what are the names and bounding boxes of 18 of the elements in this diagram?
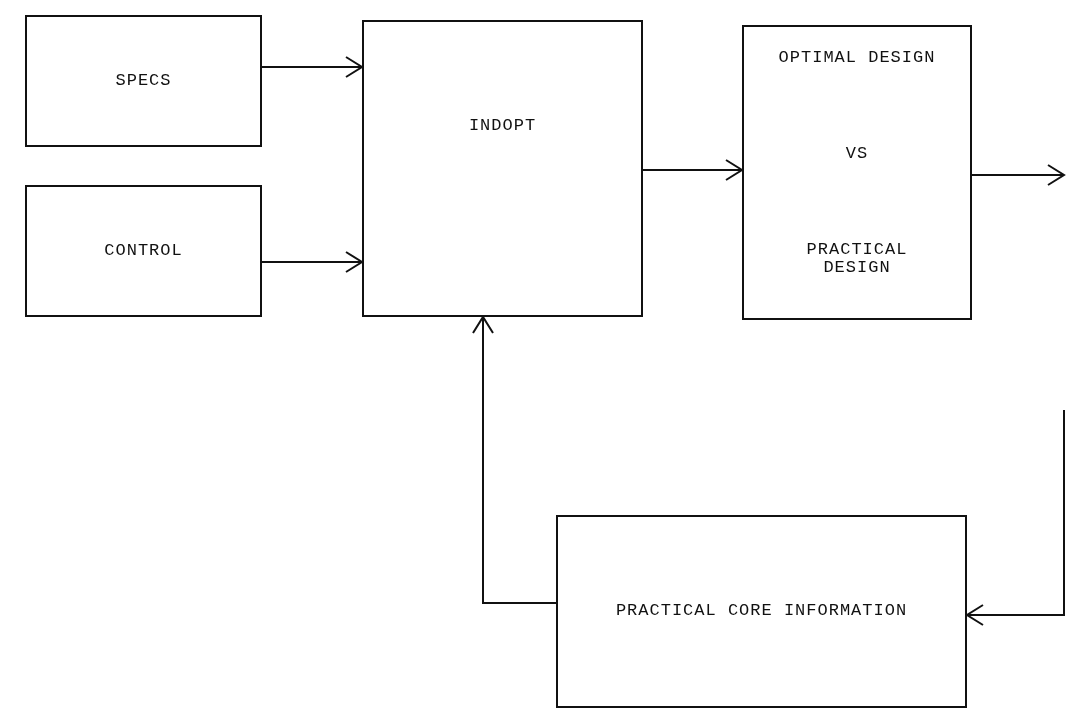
comparison-label: VS	[844, 144, 870, 164]
box-label: PRACTICAL DESIGN	[805, 240, 909, 278]
process-box	[25, 15, 262, 147]
process-box	[556, 515, 967, 708]
box-label: PRACTICAL CORE INFORMATION	[614, 602, 909, 621]
arrow	[261, 251, 363, 273]
box-label: INDOPT	[467, 117, 538, 136]
process-box	[742, 25, 972, 320]
arrow	[971, 164, 1065, 186]
process-box	[25, 185, 262, 317]
process-box	[362, 20, 643, 317]
box-label: OPTIMAL DESIGN	[777, 49, 937, 68]
arrow	[642, 159, 743, 181]
arrow	[261, 56, 363, 78]
box-label: CONTROL	[103, 241, 184, 261]
arrow	[966, 409, 1065, 626]
box-label: SPECS	[114, 71, 173, 91]
arrow	[472, 316, 557, 604]
